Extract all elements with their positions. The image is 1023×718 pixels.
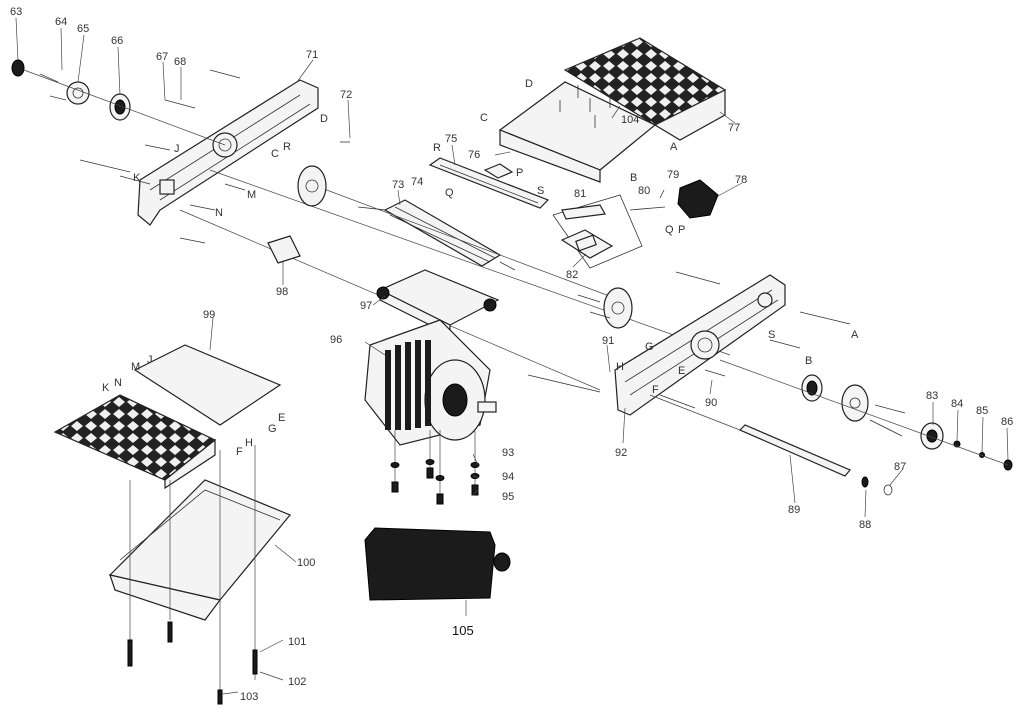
ref-letter: A [851,329,859,341]
switch-box [364,527,511,616]
part-label: 75 [445,133,457,145]
part-label: 91 [602,335,614,347]
left-frame [137,79,319,226]
ref-letter: G [268,423,277,435]
outfeed-table [53,344,282,490]
part-label: 92 [615,447,627,459]
part-label: 63 [10,6,22,18]
top-table [498,37,727,183]
rail [428,157,550,209]
ref-letter: P [678,224,685,236]
part-label: 97 [360,300,372,312]
ref-letter: A [670,141,678,153]
part-label: 74 [411,176,423,188]
left-frame-screws [79,69,350,244]
ref-letter: D [320,113,328,125]
ref-letter: E [678,365,685,377]
right-frame [614,274,786,416]
ref-letter: Q [445,187,454,199]
part-label: 76 [468,149,480,161]
part-label: 65 [77,23,89,35]
top-table-screws [559,85,611,128]
adjuster-assembly [552,179,719,269]
part-label: 88 [859,519,871,531]
part-label: 87 [894,461,906,473]
ref-letter: K [102,382,110,394]
part-label: 94 [502,471,514,483]
part-label: 78 [735,174,747,186]
part-label: 73 [392,179,404,191]
shaft [649,394,893,496]
ref-letter: C [271,148,279,160]
part-label: 64 [55,16,67,28]
spacer [267,235,301,264]
part-label: 83 [926,390,938,402]
part-label: 81 [574,188,586,200]
right-frame-screws [527,271,851,409]
ref-letter: M [131,361,140,373]
ref-letter: C [480,112,488,124]
part-label: 68 [174,56,186,68]
callout-leaders [15,17,1009,695]
ref-letter: R [283,141,291,153]
part-label: 105 [452,623,474,638]
ref-letter: P [516,167,523,179]
part-label: 96 [330,334,342,346]
ref-letter: G [645,341,654,353]
ref-letter: S [537,185,544,197]
part-label: 98 [276,286,288,298]
part-label: 71 [306,49,318,61]
part-number-labels: 63 64 65 66 67 68 71 72 73 74 75 76 77 7… [10,6,1013,703]
ref-letter: K [133,172,141,184]
part-label: 93 [502,447,514,459]
part-label: 101 [288,636,306,648]
ref-letter: B [805,355,812,367]
part-label: 100 [297,557,315,569]
part-label: 82 [566,269,578,281]
reference-letter-labels: D C R J K M N D C A B R P Q S Q P S A B … [102,78,859,458]
ref-letter: N [114,377,122,389]
part-label: 103 [240,691,258,703]
ref-letter: J [174,143,180,155]
part-label: 89 [788,504,800,516]
part-label: 79 [667,169,679,181]
part-label: 72 [340,89,352,101]
ref-letter: M [247,189,256,201]
motor-hardware [390,430,480,505]
chip-chute [108,479,291,621]
ref-letter: H [245,437,253,449]
part-label: 84 [951,398,963,410]
ref-letter: F [236,446,243,458]
part-label: 80 [638,185,650,197]
right-bearing-stack [719,359,1013,471]
ref-letter: S [768,329,775,341]
left-bearing-stack [11,59,226,146]
ref-letter: Q [665,224,674,236]
part-label: 67 [156,51,168,63]
part-label: 66 [111,35,123,47]
part-label: 95 [502,491,514,503]
chute-screws [127,445,258,705]
ref-letter: F [652,384,659,396]
part-label: 104 [621,114,639,126]
ref-letter: N [215,207,223,219]
ref-letter: J [147,354,153,366]
part-label: 77 [728,122,740,134]
ref-letter: E [278,412,285,424]
ref-letter: R [433,142,441,154]
motor [364,319,497,446]
ref-letter: D [525,78,533,90]
part-label: 102 [288,676,306,688]
part-label: 99 [203,309,215,321]
ref-letter: H [616,361,624,373]
part-label: 85 [976,405,988,417]
part-label: 86 [1001,416,1013,428]
ref-letter: B [630,172,637,184]
part-label: 90 [705,397,717,409]
bearing-plates [297,165,633,329]
